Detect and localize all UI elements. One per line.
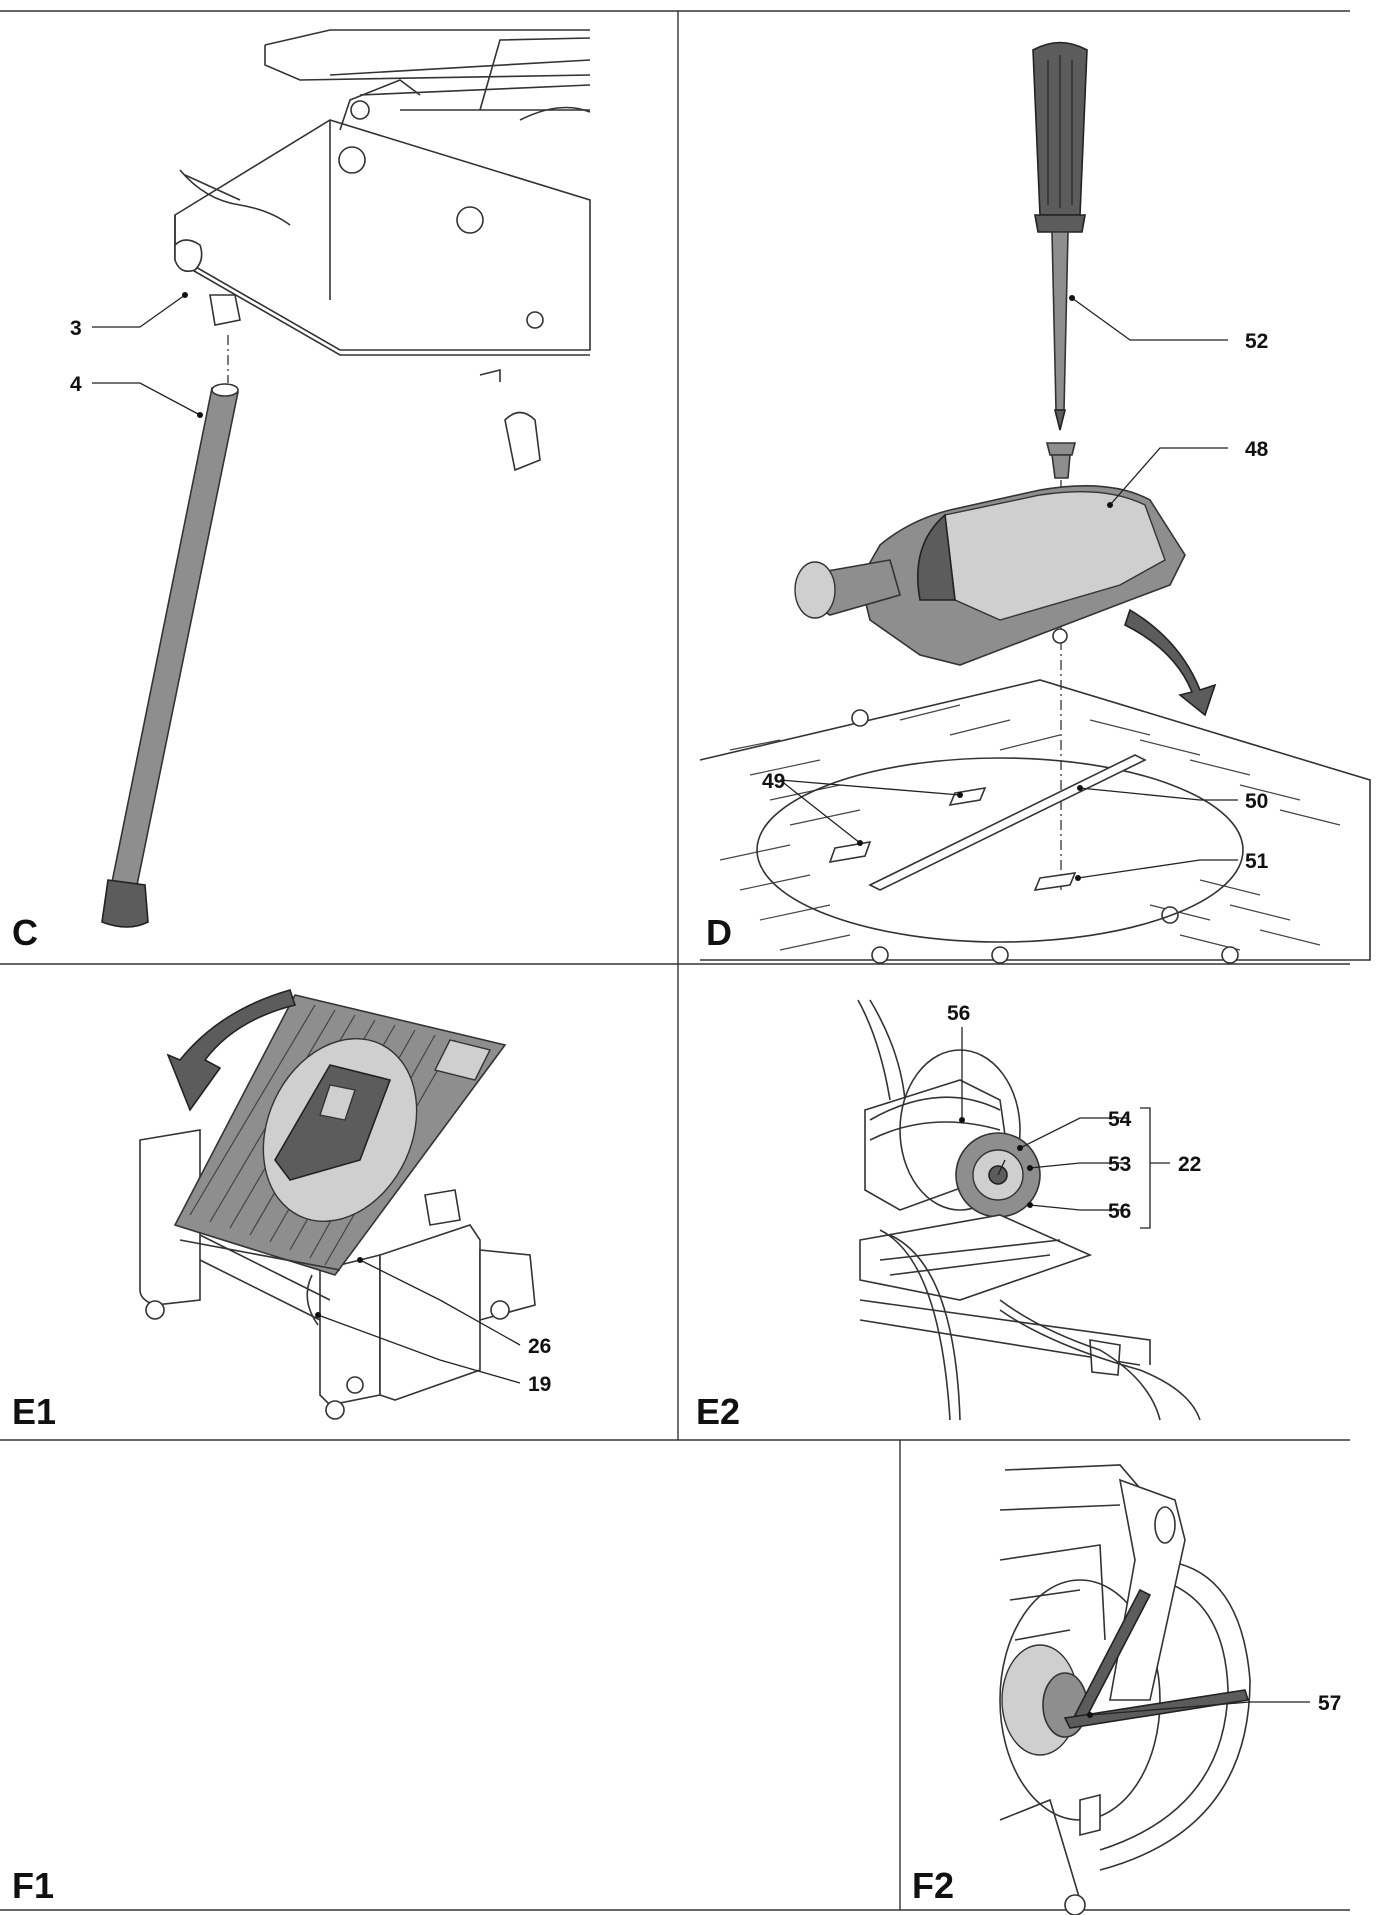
panel-label-e1: E1 — [12, 1391, 56, 1432]
callout-50: 50 — [1245, 790, 1268, 813]
callout-48: 48 — [1245, 438, 1269, 461]
callout-56-top: 56 — [947, 1002, 970, 1025]
panel-d-figure — [699, 41, 1371, 964]
callout-22: 22 — [1178, 1153, 1201, 1176]
panel-label-e2: E2 — [696, 1391, 740, 1432]
panel-grid — [0, 10, 1350, 1911]
panel-label-f1: F1 — [12, 1865, 54, 1906]
panel-e1-figure — [139, 989, 536, 1420]
panel-c-figure — [92, 29, 591, 928]
callout-52: 52 — [1245, 330, 1268, 353]
callout-51: 51 — [1245, 850, 1269, 873]
callout-57: 57 — [1318, 1692, 1341, 1715]
panel-e2-figure — [857, 999, 1201, 1421]
callout-4: 4 — [70, 373, 82, 396]
panel-label-c: C — [12, 912, 38, 953]
callout-26: 26 — [528, 1335, 551, 1358]
callout-19: 19 — [528, 1373, 551, 1396]
panel-label-f2: F2 — [912, 1865, 954, 1906]
callout-56-bottom: 56 — [1108, 1200, 1131, 1223]
panel-f2-figure — [999, 1464, 1310, 1915]
callout-54: 54 — [1108, 1108, 1132, 1131]
callout-53: 53 — [1108, 1153, 1131, 1176]
callout-3: 3 — [70, 317, 82, 340]
callout-49: 49 — [762, 770, 785, 793]
panel-label-d: D — [706, 912, 732, 953]
